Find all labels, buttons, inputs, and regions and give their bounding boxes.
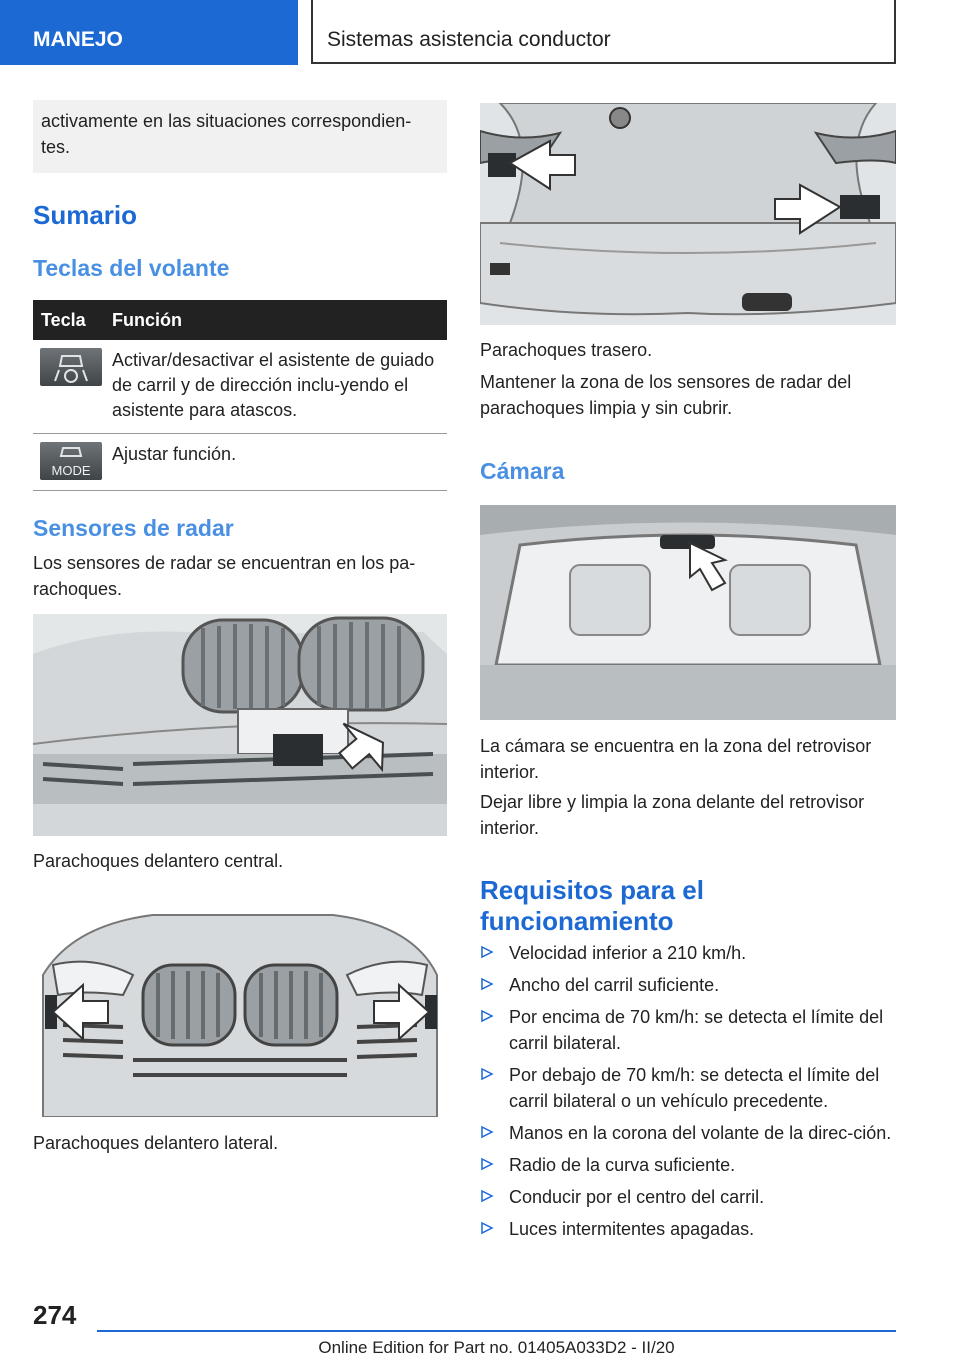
list-item-text: Por debajo de 70 km/h: se detecta el lím… bbox=[509, 1065, 880, 1111]
caption-front-center: Parachoques delantero central. bbox=[33, 851, 284, 871]
list-item: Conducir por el centro del carril. bbox=[480, 1184, 896, 1210]
list-item: Luces intermitentes apagadas. bbox=[480, 1216, 896, 1242]
list-item-text: Por encima de 70 km/h: se detecta el lím… bbox=[509, 1007, 884, 1053]
list-item: Radio de la curva suficiente. bbox=[480, 1152, 896, 1178]
triangle-bullet-icon bbox=[481, 1009, 494, 1023]
page-number: 274 bbox=[33, 1300, 77, 1330]
table-row: Activar/desactivar el asistente de guiad… bbox=[33, 340, 447, 434]
heading-camera: Cámara bbox=[480, 458, 565, 484]
triangle-bullet-icon bbox=[481, 1157, 494, 1171]
front-bumper-side-image bbox=[33, 895, 447, 1117]
key-cell bbox=[33, 340, 104, 434]
footer-edition: Online Edition for Part no. 01405A033D2 … bbox=[318, 1338, 675, 1357]
triangle-bullet-icon bbox=[481, 945, 494, 959]
list-item: Manos en la corona del volante de la dir… bbox=[480, 1120, 896, 1146]
list-item-text: Velocidad inferior a 210 km/h. bbox=[509, 943, 747, 963]
table-row: MODE Ajustar función. bbox=[33, 433, 447, 491]
heading-teclas: Teclas del volante bbox=[33, 255, 230, 281]
caption-front-side: Parachoques delantero lateral. bbox=[33, 1133, 279, 1153]
caption-rear: Parachoques trasero. bbox=[480, 340, 653, 360]
function-cell: Ajustar función. bbox=[104, 433, 447, 491]
key-cell: MODE bbox=[33, 433, 104, 491]
mode-label: MODE bbox=[52, 463, 91, 478]
heading-sumario: Sumario bbox=[33, 200, 138, 230]
triangle-bullet-icon bbox=[481, 1221, 494, 1235]
col-key-header: Tecla bbox=[33, 300, 104, 340]
function-cell: Activar/desactivar el asistente de guiad… bbox=[104, 340, 447, 434]
triangle-bullet-icon bbox=[481, 1067, 494, 1081]
list-item-text: Ancho del carril suficiente. bbox=[509, 975, 720, 995]
section-tab: MANEJO bbox=[0, 0, 298, 65]
mode-button-icon: MODE bbox=[40, 442, 102, 480]
note-box: activamente en las situaciones correspon… bbox=[33, 100, 447, 173]
list-item-text: Conducir por el centro del carril. bbox=[509, 1187, 765, 1207]
table-header-row: Tecla Función bbox=[33, 300, 447, 340]
front-bumper-center-image bbox=[33, 614, 447, 836]
requirements-list: Velocidad inferior a 210 km/h. Ancho del… bbox=[480, 940, 896, 1248]
chapter-title: Sistemas asistencia conductor bbox=[311, 0, 896, 64]
footer-rule bbox=[97, 1330, 896, 1332]
list-item: Por debajo de 70 km/h: se detecta el lím… bbox=[480, 1062, 896, 1114]
triangle-bullet-icon bbox=[481, 1125, 494, 1139]
key-table: Tecla Función Activar/desactivar el asis… bbox=[33, 300, 447, 491]
camera-text-1: La cámara se encuentra en la zona del re… bbox=[480, 736, 872, 782]
list-item: Por encima de 70 km/h: se detecta el lím… bbox=[480, 1004, 896, 1056]
list-item-text: Manos en la corona del volante de la dir… bbox=[509, 1123, 892, 1143]
steering-assistant-button-icon bbox=[40, 348, 102, 386]
note-text: activamente en las situaciones correspon… bbox=[41, 111, 412, 157]
heading-radar: Sensores de radar bbox=[33, 515, 234, 541]
camera-image bbox=[480, 505, 896, 720]
triangle-bullet-icon bbox=[481, 977, 494, 991]
rear-text: Mantener la zona de los sensores de rada… bbox=[480, 372, 852, 418]
list-item-text: Luces intermitentes apagadas. bbox=[509, 1219, 755, 1239]
list-item: Velocidad inferior a 210 km/h. bbox=[480, 940, 896, 966]
radar-text: Los sensores de radar se encuentran en l… bbox=[33, 553, 416, 599]
list-item: Ancho del carril suficiente. bbox=[480, 972, 896, 998]
list-item-text: Radio de la curva suficiente. bbox=[509, 1155, 736, 1175]
heading-requirements: Requisitos para el funcionamiento bbox=[480, 875, 704, 936]
col-function-header: Función bbox=[104, 300, 447, 340]
rear-bumper-image bbox=[480, 103, 896, 325]
camera-text-2: Dejar libre y limpia la zona delante del… bbox=[480, 792, 865, 838]
triangle-bullet-icon bbox=[481, 1189, 494, 1203]
